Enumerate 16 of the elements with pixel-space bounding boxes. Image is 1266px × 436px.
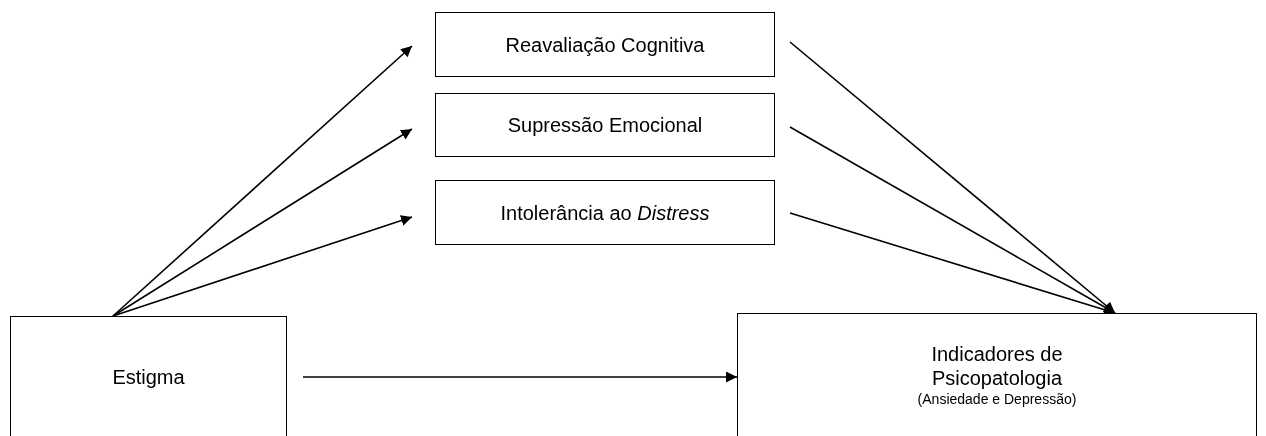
process-box	[10, 316, 287, 436]
arrow	[302, 371, 738, 383]
box-label: Intolerância ao Distress	[500, 200, 710, 225]
process-box	[435, 180, 775, 245]
box-label: Indicadores de Psicopatologia	[930, 342, 1064, 390]
arrow	[112, 45, 413, 317]
box-label: Supressão Emocional	[507, 113, 703, 137]
arrow	[789, 41, 1116, 314]
process-box	[435, 93, 775, 157]
process-box	[435, 12, 775, 77]
process-box	[737, 313, 1257, 436]
box-label: Estigma	[112, 364, 185, 389]
box-label: (Ansiedade e Depressão)	[917, 390, 1077, 408]
box-label: Reavaliação Cognitiva	[505, 32, 705, 57]
arrow	[789, 126, 1116, 314]
arrow	[112, 128, 413, 317]
